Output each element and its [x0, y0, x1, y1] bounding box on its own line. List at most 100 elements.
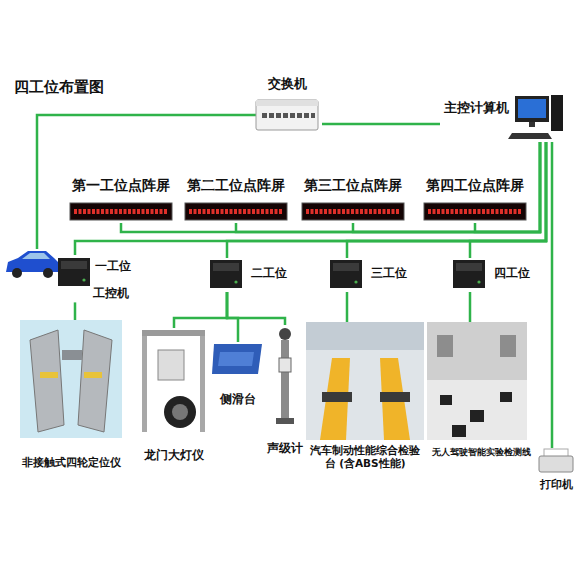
led-screen	[424, 203, 526, 220]
diagram-title: 四工位布置图	[14, 78, 104, 97]
industrial-pc	[330, 260, 362, 288]
device-label: 非接触式四轮定位仪	[18, 456, 124, 470]
car-picture	[43, 268, 53, 278]
autonomous-test-line-picture	[500, 392, 512, 402]
led-screen	[189, 209, 283, 214]
led-screen	[302, 203, 404, 220]
car-picture	[22, 253, 50, 259]
wheel-aligner-picture	[30, 330, 64, 432]
headlight-tester-picture	[164, 396, 196, 428]
network-line	[75, 142, 546, 255]
wheel-aligner-picture	[20, 320, 122, 438]
device-label: 交换机	[252, 76, 322, 92]
device-node: 二工位	[208, 258, 292, 292]
sound-meter-picture	[281, 340, 289, 418]
device-node: 侧滑台	[212, 342, 264, 412]
industrial-pc	[333, 263, 359, 271]
industrial-pc	[58, 258, 485, 288]
device-label: 汽车制动性能综合检验台 (含ABS性能)	[306, 444, 424, 469]
device-node: 龙门大灯仪	[138, 328, 210, 468]
sound-meter-picture	[279, 358, 291, 372]
autonomous-test-line-picture	[452, 425, 466, 437]
network-line	[470, 142, 546, 258]
industrial-pc	[210, 260, 242, 288]
brake-test-bench-picture	[306, 322, 424, 350]
autonomous-test-line-picture	[440, 395, 452, 405]
network-line	[174, 292, 227, 328]
device-label: 无人驾驶智能实验检测线	[427, 446, 535, 457]
wheel-aligner-picture	[20, 320, 122, 438]
headlight-tester-picture	[142, 330, 205, 432]
autonomous-test-line-picture	[437, 335, 453, 357]
computer-picture	[515, 96, 549, 122]
device-node: 一工位工控机	[56, 255, 134, 302]
autonomous-test-line-picture	[470, 410, 484, 422]
car-picture	[12, 268, 22, 278]
device-label: 打印机	[537, 478, 575, 491]
led-screen	[185, 203, 287, 220]
brake-test-bench-picture	[306, 322, 424, 440]
sound-meter-picture	[276, 418, 294, 424]
switch-picture	[290, 113, 295, 118]
wheel-aligner-picture	[40, 372, 58, 378]
switch-picture	[297, 113, 302, 118]
device-node: 打印机	[537, 448, 575, 498]
device-node: 第四工位点阵屏	[422, 175, 528, 223]
switch-picture	[256, 100, 318, 130]
switch-picture	[262, 113, 267, 118]
device-label: 声级计	[266, 441, 304, 455]
device-node: 第一工位点阵屏	[68, 175, 174, 223]
computer-picture	[551, 95, 563, 131]
car-picture	[6, 251, 58, 278]
autonomous-test-line-picture	[427, 322, 527, 440]
device-node: 第二工位点阵屏	[183, 175, 289, 223]
industrial-pc	[213, 263, 239, 271]
industrial-pc	[61, 261, 87, 269]
headlight-tester-picture	[142, 330, 205, 336]
autonomous-test-line-picture	[500, 335, 516, 357]
device-node: 非接触式四轮定位仪	[18, 320, 124, 480]
headlight-tester-picture	[200, 332, 205, 432]
industrial-pc	[82, 278, 85, 281]
wheel-aligner-picture	[78, 330, 112, 432]
headlight-tester-picture	[172, 404, 188, 420]
device-label: 第四工位点阵屏	[422, 177, 528, 194]
device-label: 工控机	[88, 286, 134, 300]
headlight-tester-picture	[158, 350, 184, 380]
device-label: 第三工位点阵屏	[300, 177, 406, 194]
brake-test-bench-picture	[322, 392, 352, 402]
network-line	[551, 142, 554, 448]
wheel-aligner-picture	[62, 350, 82, 360]
sound-meter-picture	[276, 328, 294, 424]
headlight-tester-picture	[142, 332, 147, 432]
switch-picture	[283, 113, 288, 118]
autonomous-test-line-picture	[427, 380, 527, 440]
industrial-pc	[453, 260, 485, 288]
brake-test-bench-picture	[380, 392, 410, 402]
device-node: 汽车制动性能综合检验台 (含ABS性能)	[306, 322, 424, 482]
switch-picture	[256, 100, 318, 106]
device-label: 龙门大灯仪	[138, 448, 210, 462]
industrial-pc	[456, 263, 482, 271]
device-label: 主控计算机	[440, 100, 512, 116]
device-label: 四工位	[489, 266, 535, 280]
device-node: 第三工位点阵屏	[300, 175, 406, 223]
wheel-aligner-picture	[84, 372, 102, 378]
printer-picture	[539, 456, 573, 472]
device-node: 交换机	[252, 76, 322, 134]
side-slip-plate-picture	[218, 352, 254, 366]
industrial-pc	[477, 280, 480, 283]
switch-picture	[269, 113, 274, 118]
device-label: 三工位	[366, 266, 412, 280]
industrial-pc	[58, 258, 90, 286]
industrial-pc	[354, 280, 357, 283]
device-label: 第一工位点阵屏	[68, 177, 174, 194]
side-slip-plate-picture	[212, 344, 262, 374]
network-line	[346, 292, 349, 322]
network-line	[74, 302, 77, 320]
device-node: 四工位	[451, 258, 535, 292]
autonomous-test-line-picture	[427, 322, 527, 440]
device-node: 无人驾驶智能实验检测线	[427, 322, 535, 467]
switch-picture	[304, 113, 309, 118]
